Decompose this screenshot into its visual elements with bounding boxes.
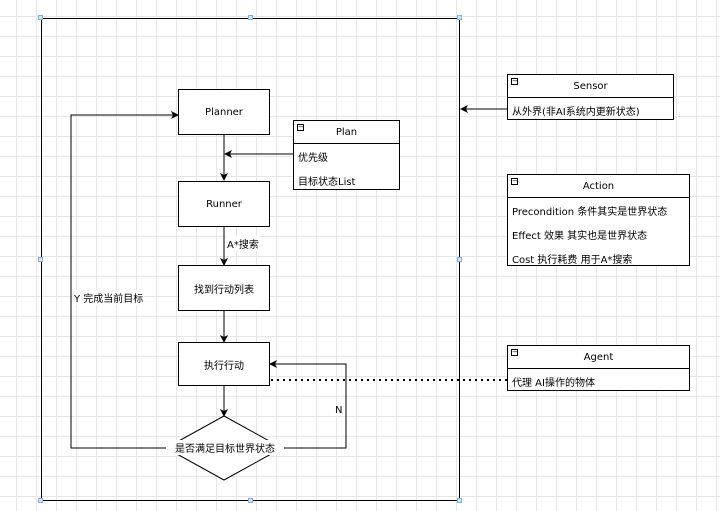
decision-label: 是否满足目标世界状态 <box>166 440 284 455</box>
edge-no-loop[interactable] <box>269 360 347 449</box>
sensor-item[interactable]: 从外界(非AI系统内更新状态) <box>512 106 640 118</box>
find-actions-node[interactable]: 找到行动列表 <box>178 265 270 311</box>
agent-item[interactable]: 代理 AI操作的物体 <box>512 377 595 389</box>
find-actions-label: 找到行动列表 <box>194 284 254 296</box>
edge-yes-loop[interactable] <box>70 111 179 449</box>
action-item[interactable]: Precondition 条件其实是世界状态 <box>512 206 668 218</box>
action-item[interactable]: Effect 效果 其实也是世界状态 <box>512 230 648 242</box>
minus-icon[interactable]: − <box>511 177 518 185</box>
execute-label: 执行行动 <box>204 360 244 372</box>
plan-header: − Plan <box>294 121 399 144</box>
execute-node[interactable]: 执行行动 <box>178 342 270 386</box>
sensor-list[interactable]: − Sensor 从外界(非AI系统内更新状态) <box>507 74 674 120</box>
resize-handle-se[interactable] <box>457 498 462 503</box>
plan-item[interactable]: 目标状态List <box>298 176 356 188</box>
action-item[interactable]: Cost 执行耗费 用于A*搜索 <box>512 254 633 266</box>
agent-list[interactable]: − Agent 代理 AI操作的物体 <box>507 345 690 391</box>
resize-handle-nw[interactable] <box>38 15 43 20</box>
yes-edge-label: Y 完成当前目标 <box>73 290 145 305</box>
planner-node[interactable]: Planner <box>178 89 270 135</box>
resize-handle-s[interactable] <box>248 498 253 503</box>
astar-edge-label: A*搜索 <box>226 236 260 251</box>
agent-title: Agent <box>583 351 614 363</box>
agent-header: − Agent <box>508 346 689 369</box>
minus-icon[interactable]: − <box>297 123 304 131</box>
no-edge-label: N <box>334 405 344 416</box>
resize-handle-ne[interactable] <box>457 15 462 20</box>
runner-node[interactable]: Runner <box>178 181 270 227</box>
runner-label: Runner <box>206 198 242 210</box>
resize-handle-sw[interactable] <box>38 498 43 503</box>
resize-handle-w[interactable] <box>38 257 43 262</box>
action-list[interactable]: − Action Precondition 条件其实是世界状态 Effect 效… <box>507 174 690 266</box>
resize-handle-e[interactable] <box>457 257 462 262</box>
action-header: − Action <box>508 175 689 198</box>
resize-handle-n[interactable] <box>248 15 253 20</box>
plan-item[interactable]: 优先级 <box>298 152 328 164</box>
minus-icon[interactable]: − <box>511 77 518 85</box>
sensor-title: Sensor <box>573 80 608 92</box>
sensor-header: − Sensor <box>508 75 673 98</box>
action-title: Action <box>582 180 615 192</box>
plan-list[interactable]: − Plan 优先级 目标状态List <box>293 120 400 190</box>
plan-title: Plan <box>335 126 358 138</box>
minus-icon[interactable]: − <box>511 348 518 356</box>
planner-label: Planner <box>205 106 243 118</box>
